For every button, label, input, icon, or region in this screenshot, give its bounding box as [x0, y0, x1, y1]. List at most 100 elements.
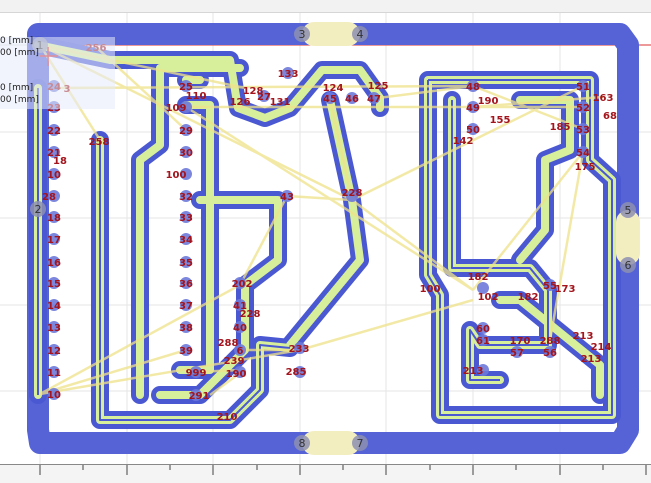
net-label: 30: [179, 148, 193, 159]
net-label: 190: [226, 369, 247, 380]
net-label: 110: [186, 91, 207, 102]
net-label: 38: [179, 323, 193, 334]
net-label: 29: [179, 126, 193, 137]
net-label: 100: [166, 170, 187, 181]
net-label: 43: [280, 192, 294, 203]
net-label: 48: [466, 82, 480, 93]
net-label: 45: [323, 94, 337, 105]
net-label: 54: [576, 148, 590, 159]
coord-readout-line-1: 0 [mm]: [0, 36, 34, 46]
mount-pad-label: 6: [625, 259, 632, 272]
net-label: 27: [257, 92, 271, 103]
mount-pad-3[interactable]: [294, 26, 310, 42]
net-label: 60: [476, 324, 490, 335]
pcb-canvas[interactable]: 12345678 2562432322211825810281817161514…: [0, 13, 651, 464]
net-label: 40: [233, 323, 247, 334]
net-label: 55: [543, 281, 557, 292]
mount-pad-label: 5: [625, 204, 632, 217]
net-label: 109: [166, 103, 187, 114]
top-toolbar-strip: [0, 0, 651, 13]
net-label: 61: [476, 336, 490, 347]
net-label: 52: [576, 103, 590, 114]
bottom-ruler: [0, 464, 651, 483]
net-label: 100: [420, 284, 441, 295]
trace-core-lines: [37, 79, 613, 421]
net-label: 57: [510, 348, 524, 359]
coord-readout-line-3: 0 [mm]: [0, 83, 34, 93]
net-label: 13: [47, 323, 61, 334]
net-label: 51: [576, 82, 590, 93]
net-label: 210: [217, 412, 238, 423]
ratsnest-lines: [38, 43, 604, 397]
net-label: 102: [478, 292, 499, 303]
net-label: 288: [540, 336, 561, 347]
net-label: 291: [189, 391, 210, 402]
net-label: 125: [368, 81, 389, 92]
net-label: 33: [179, 213, 193, 224]
net-label: 190: [478, 96, 499, 107]
ruler-ticks: [39, 465, 647, 475]
net-label: 182: [468, 272, 489, 283]
net-label: 34: [179, 235, 193, 246]
mount-pad-8[interactable]: [294, 435, 310, 451]
net-label: 25: [179, 82, 193, 93]
coord-readout-line-4: 00 [mm]: [0, 95, 39, 105]
net-label: 47: [367, 94, 381, 105]
board-outline: [27, 23, 639, 454]
net-label: 258: [89, 137, 110, 148]
net-label: 12: [47, 346, 61, 357]
net-label: 170: [510, 336, 531, 347]
net-label: 18: [53, 156, 67, 167]
coord-readout-line-2: 00 [mm]: [0, 48, 39, 58]
net-label: 213: [463, 366, 484, 377]
coordinate-info-panel: 0 [mm] 00 [mm] 0 [mm] 00 [mm]: [0, 36, 115, 109]
net-label: 285: [286, 367, 307, 378]
net-label: 163: [593, 93, 614, 104]
net-label: 21: [47, 148, 61, 159]
net-label: 16: [47, 258, 61, 269]
pcb-board-drawing: 12345678 2562432322211825810281817161514…: [0, 13, 651, 464]
net-label: 36: [179, 279, 193, 290]
net-label: 41: [233, 301, 247, 312]
net-label: 133: [278, 69, 299, 80]
net-label: 131: [270, 97, 291, 108]
mount-pad-label: 7: [357, 437, 364, 450]
net-label: 126: [230, 97, 251, 108]
net-label: 214: [591, 342, 612, 353]
net-label: 18: [47, 213, 61, 224]
net-label: 15: [47, 279, 61, 290]
mount-pad-label: 8: [299, 437, 306, 450]
net-label: 56: [543, 348, 557, 359]
net-label: 239: [224, 356, 245, 367]
net-label: 185: [550, 122, 571, 133]
net-label: 28: [42, 192, 56, 203]
net-label: 10: [47, 170, 61, 181]
net-label: 46: [345, 94, 359, 105]
mount-pad-label: 3: [299, 28, 306, 41]
net-label: 182: [518, 292, 539, 303]
net-label: 213: [573, 331, 594, 342]
net-label: 288: [218, 338, 239, 349]
net-label: 999: [186, 368, 207, 379]
net-label: 11: [47, 368, 61, 379]
mount-pad-5[interactable]: [620, 202, 636, 218]
mount-pad-6[interactable]: [620, 257, 636, 273]
net-label: 22: [47, 126, 61, 137]
net-label: 6: [237, 346, 244, 357]
net-label: 228: [342, 188, 363, 199]
net-label: 39: [179, 346, 193, 357]
component-pads: [48, 67, 589, 401]
net-label: 17: [47, 235, 61, 246]
net-label: 14: [47, 301, 61, 312]
net-label: 49: [466, 103, 480, 114]
mount-pad-label: 4: [357, 28, 364, 41]
net-label: 142: [453, 136, 474, 147]
mounting-slots: [302, 22, 640, 455]
mount-pad-2[interactable]: [30, 201, 46, 217]
mount-pad-4[interactable]: [352, 26, 368, 42]
net-label: 155: [490, 115, 511, 126]
net-label: 233: [289, 344, 310, 355]
net-label: 53: [576, 125, 590, 136]
net-label: 228: [240, 309, 261, 320]
mount-pad-7[interactable]: [352, 435, 368, 451]
